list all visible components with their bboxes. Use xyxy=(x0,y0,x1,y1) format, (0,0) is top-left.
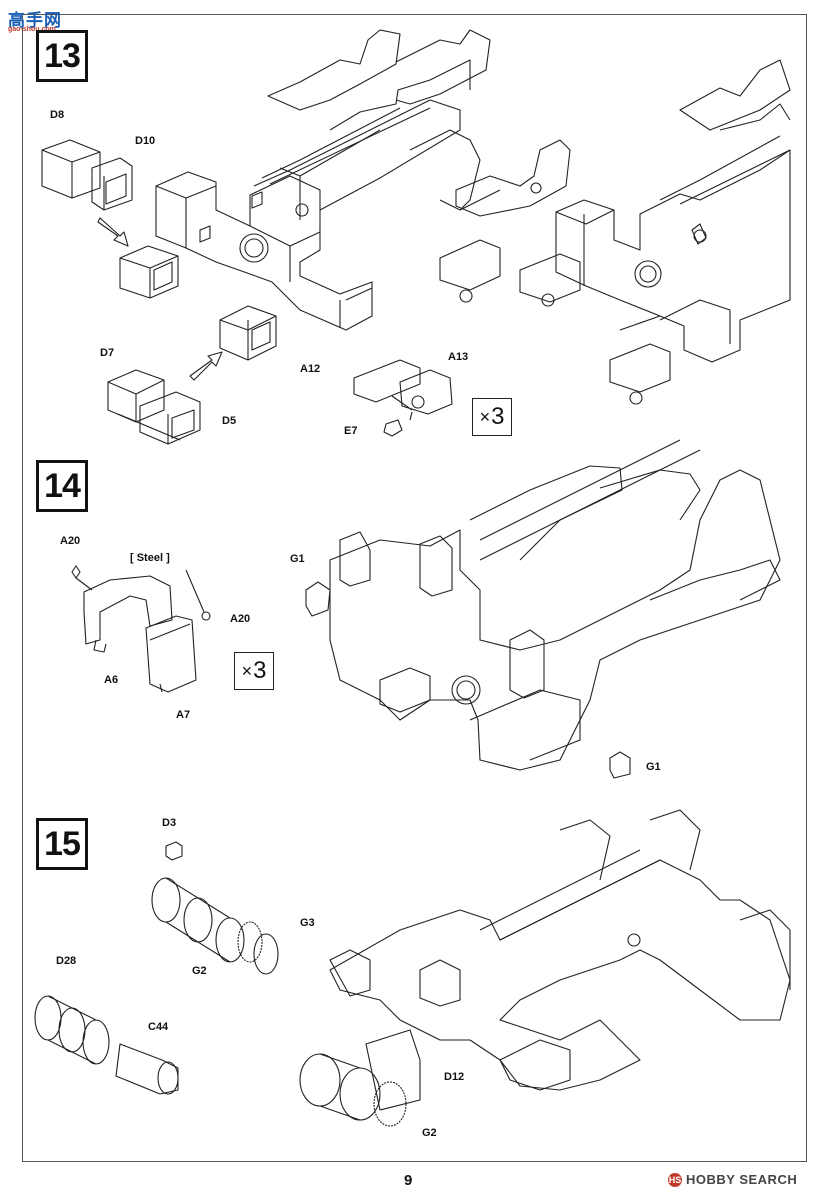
step15-part-d3 xyxy=(165,841,183,861)
step15-part-drum-bottom xyxy=(34,995,179,1095)
part-label-a12: A12 xyxy=(300,363,321,375)
part-label-g3: G3 xyxy=(300,917,315,929)
part-label-c44: C44 xyxy=(148,1021,169,1033)
step-14-quantity: 3 xyxy=(253,657,267,684)
material-note-steel: [ Steel ] xyxy=(130,552,170,564)
step14-assembly xyxy=(305,439,781,779)
step-13-quantity-box: ×3 xyxy=(472,398,512,436)
part-label-d7: D7 xyxy=(100,347,115,359)
step-13-quantity: 3 xyxy=(491,403,505,430)
part-label-g1-left: G1 xyxy=(290,553,305,565)
step13-frame-right xyxy=(439,59,791,405)
step13-arrow-2 xyxy=(189,351,223,381)
part-label-d8: D8 xyxy=(50,109,65,121)
page-frame xyxy=(22,14,807,1162)
part-label-a6: A6 xyxy=(104,674,119,686)
site-logo: 高手网 gao-shou.com xyxy=(8,6,62,33)
part-label-d10: D10 xyxy=(135,135,156,147)
step-14-multiply-sign: × xyxy=(241,660,253,681)
part-label-g1-right: G1 xyxy=(646,761,661,773)
part-label-a7: A7 xyxy=(176,709,191,721)
step-14-quantity-box: ×3 xyxy=(234,652,274,690)
step-13-multiply-sign: × xyxy=(479,406,491,427)
step13-part-block-left xyxy=(119,245,179,299)
part-label-e7: E7 xyxy=(344,425,358,437)
part-label-g2-bottom: G2 xyxy=(422,1127,437,1139)
site-logo-text: 高手网 xyxy=(8,11,62,30)
part-label-d3: D3 xyxy=(162,817,177,829)
step-13-number: 13 xyxy=(36,30,88,82)
step13-part-a12-a13-e7 xyxy=(353,359,453,437)
step-14-number: 14 xyxy=(36,460,88,512)
part-label-d12: D12 xyxy=(444,1071,465,1083)
hobby-search-brand: HOBBY SEARCH xyxy=(686,1172,798,1187)
part-label-d5: D5 xyxy=(222,415,237,427)
step13-part-block-lower xyxy=(219,305,277,361)
step14-part-fender xyxy=(71,565,211,693)
part-label-a20-right: A20 xyxy=(230,613,251,625)
step13-part-d8-d10 xyxy=(41,139,133,211)
step15-assembly xyxy=(299,809,791,1127)
part-label-g2-top: G2 xyxy=(192,965,207,977)
step13-frame-left xyxy=(155,29,571,331)
step13-part-d7-d5 xyxy=(107,369,201,445)
part-label-d28: D28 xyxy=(56,955,77,967)
step15-part-drum-top xyxy=(151,877,279,975)
step13-arrow-1 xyxy=(97,217,129,247)
hobby-search-logo-icon: HS xyxy=(668,1172,682,1187)
part-label-a13: A13 xyxy=(448,351,469,363)
hobby-search-watermark: HS HOBBY SEARCH xyxy=(668,1172,797,1187)
page-number: 9 xyxy=(404,1172,413,1189)
site-logo-subtext: gao-shou.com xyxy=(8,26,56,33)
step-15-number: 15 xyxy=(36,818,88,870)
part-label-a20-top: A20 xyxy=(60,535,81,547)
